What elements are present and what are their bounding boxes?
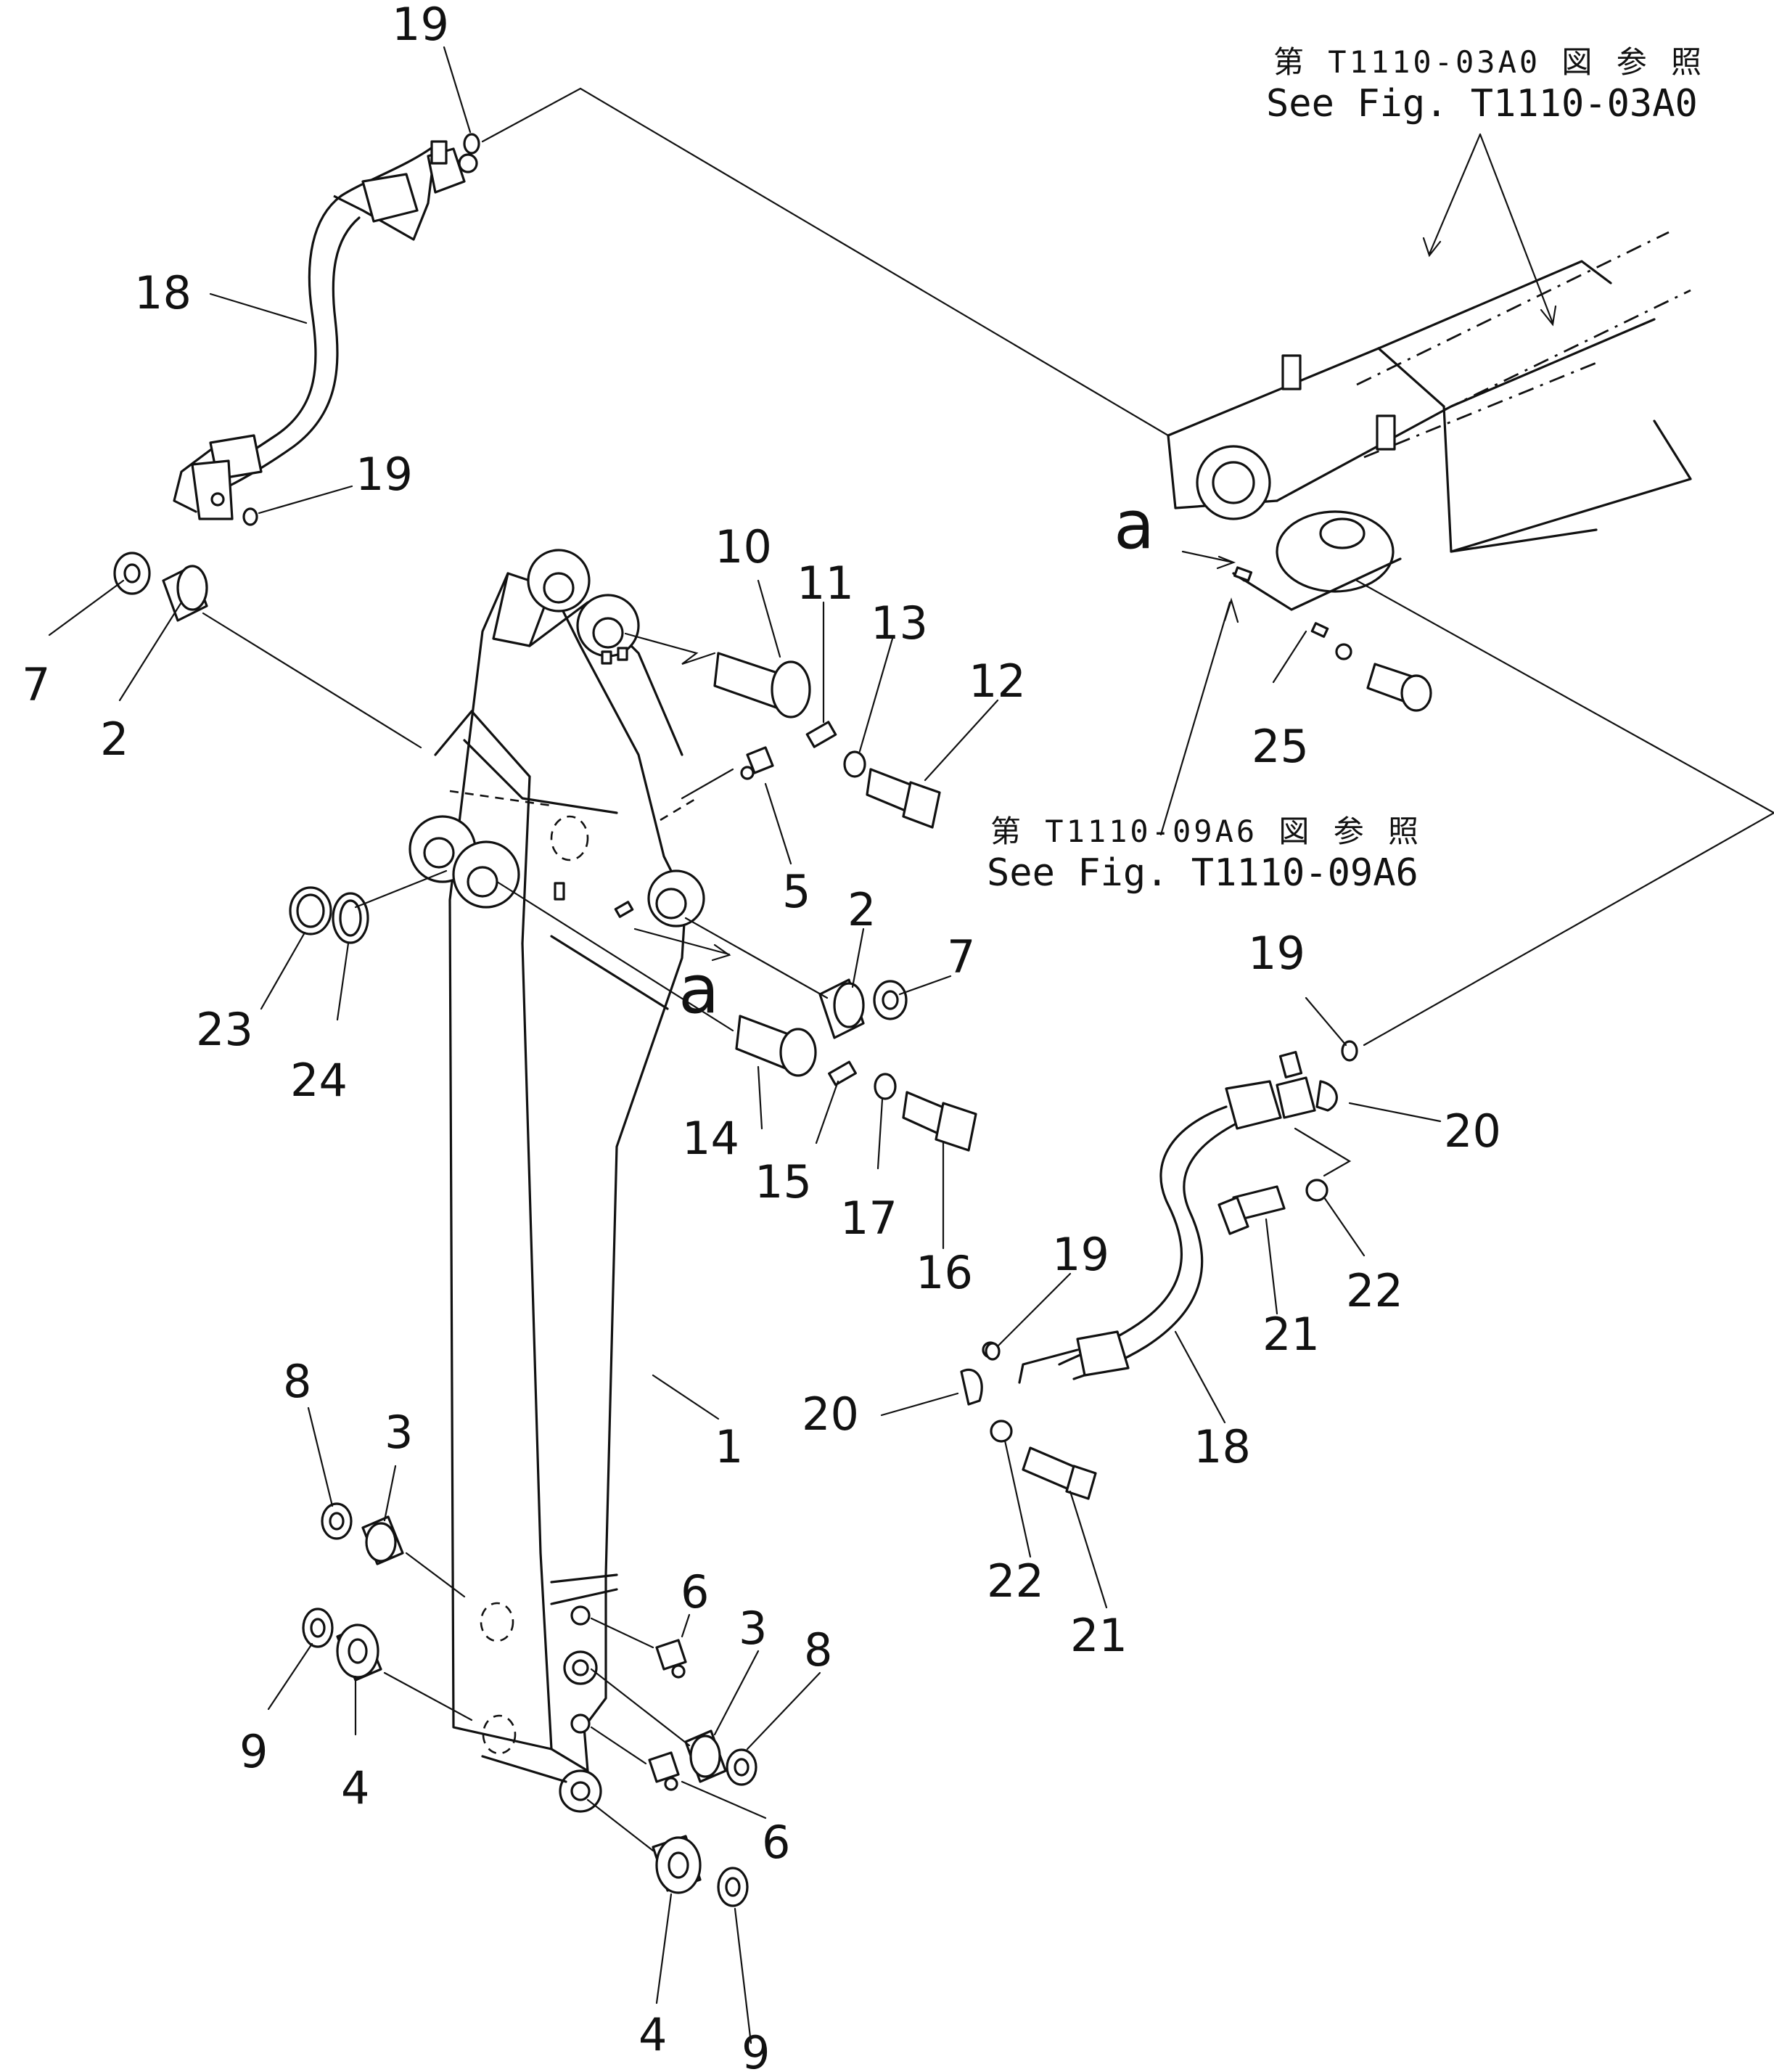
- callout-4: 4: [341, 1761, 369, 1814]
- reference-en-2: See Fig. T1110-09A6: [987, 851, 1418, 895]
- callout-19: 19: [392, 0, 449, 51]
- callout-6: 6: [762, 1816, 790, 1869]
- reference-jp-2: 第 T1110-09A6 図 参 照: [990, 814, 1421, 849]
- callout-18: 18: [134, 266, 192, 319]
- callout-21: 21: [1070, 1609, 1128, 1662]
- callout-1: 1: [715, 1420, 743, 1473]
- callout-25: 25: [1252, 720, 1309, 773]
- callout-16: 16: [916, 1246, 973, 1299]
- callout-6: 6: [681, 1565, 709, 1618]
- callout-19: 19: [1248, 927, 1305, 980]
- hose-lower: [960, 1051, 1352, 1500]
- reference-note-top: 第 T1110-03A0 図 参 照 See Fig. T1110-03A0: [1266, 44, 1704, 327]
- callout-24: 24: [290, 1054, 348, 1107]
- reference-note-bottom: 第 T1110-09A6 図 参 照 See Fig. T1110-09A6: [987, 814, 1421, 895]
- callout-10: 10: [715, 520, 772, 573]
- callout-20: 20: [1444, 1105, 1501, 1158]
- callout-20: 20: [802, 1388, 859, 1441]
- leader-lines: [48, 46, 1442, 2044]
- callout-7: 7: [947, 930, 975, 983]
- callout-7: 7: [22, 658, 50, 711]
- callout-12: 12: [969, 655, 1026, 708]
- callout-22: 22: [1346, 1264, 1403, 1317]
- callout-19: 19: [1052, 1228, 1109, 1281]
- callout-14: 14: [682, 1112, 739, 1165]
- callout-9: 9: [239, 1725, 268, 1778]
- callout-17: 17: [840, 1192, 898, 1245]
- loose-parts: [113, 133, 1358, 1907]
- reference-en-1: See Fig. T1110-03A0: [1266, 82, 1698, 126]
- hose-upper: [173, 140, 478, 520]
- view-letter-a-boom: a: [678, 951, 719, 1028]
- callout-19: 19: [356, 448, 413, 501]
- callout-2: 2: [100, 713, 128, 766]
- callout-18: 18: [1194, 1420, 1251, 1473]
- callout-3: 3: [739, 1602, 767, 1655]
- callout-4: 4: [638, 2008, 667, 2061]
- assembly-lines: [202, 87, 1774, 1852]
- callout-3: 3: [385, 1406, 413, 1459]
- arm-assembly: a: [1114, 231, 1692, 836]
- reference-jp-1: 第 T1110-03A0 図 参 照: [1273, 44, 1704, 80]
- view-letter-a-top: a: [1114, 486, 1154, 564]
- callout-5: 5: [782, 865, 810, 918]
- callout-11: 11: [797, 557, 854, 610]
- callout-8: 8: [804, 1623, 832, 1676]
- callout-15: 15: [755, 1155, 812, 1208]
- callout-13: 13: [871, 597, 928, 650]
- callout-8: 8: [283, 1355, 311, 1408]
- callout-23: 23: [196, 1003, 253, 1056]
- callout-21: 21: [1262, 1308, 1320, 1361]
- callout-2: 2: [847, 883, 876, 936]
- callout-numbers: 19 18 19 7 2 10 11 13 12 5 2 7 23 24 14 …: [22, 0, 1501, 2072]
- callout-22: 22: [987, 1555, 1044, 1608]
- boom-structure: [408, 549, 705, 1813]
- callout-9: 9: [742, 2026, 770, 2072]
